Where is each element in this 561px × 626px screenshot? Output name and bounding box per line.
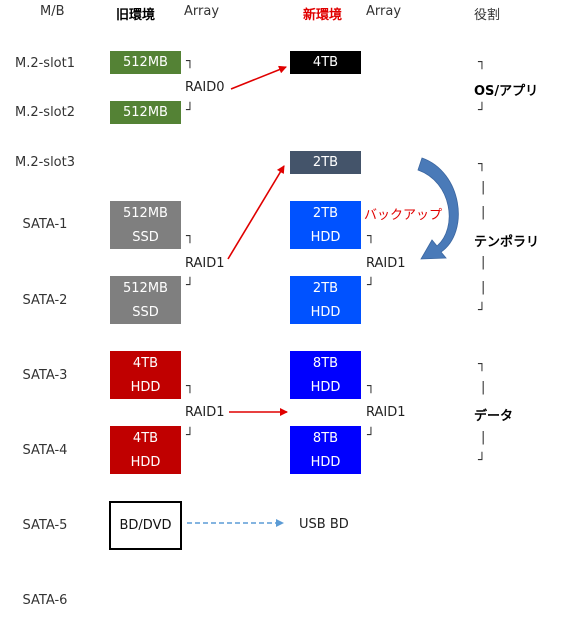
role-bracket-bottom: ┘: [478, 303, 486, 318]
bracket-bottom: ┘: [367, 278, 375, 293]
bracket-bottom: ┘: [186, 278, 194, 293]
slot-label: SATA-3: [22, 368, 68, 383]
slot-label: M.2-slot3: [14, 155, 76, 170]
role-data: データ: [474, 409, 514, 424]
slot-label: SATA-5: [22, 518, 68, 533]
drive-size: 4TB: [312, 55, 339, 70]
header-mb: M/B: [40, 4, 65, 19]
header-old-env: 旧環境: [116, 8, 156, 23]
drive-type: HDD: [130, 379, 161, 395]
drive-size: 8TB: [312, 430, 339, 446]
backup-curved-arrow: [417, 157, 459, 260]
slot-label: SATA-4: [22, 443, 68, 458]
old-drive-sata2: 512MB SSD: [110, 276, 181, 324]
old-drive-bd-dvd: BD/DVD: [109, 501, 182, 550]
header-new-array: Array: [366, 4, 402, 19]
role-os-apps: OS/アプリ: [474, 84, 539, 99]
role-bracket-bottom: ┘: [478, 453, 486, 468]
old-drive-sata1: 512MB SSD: [110, 201, 181, 249]
migration-arrow-raid0: [230, 65, 287, 90]
slot-label: M.2-slot1: [14, 56, 76, 71]
drive-size: 4TB: [132, 355, 159, 371]
drive-size: 512MB: [123, 55, 168, 70]
bracket-bottom: ┘: [367, 428, 375, 443]
drive-type: HDD: [310, 304, 341, 320]
role-bracket-bottom: ┘: [478, 103, 486, 118]
migration-arrow-ssd-raid1: [227, 165, 285, 260]
drive-size: 2TB: [312, 155, 339, 170]
drive-type: HDD: [130, 454, 161, 470]
drive-type: HDD: [310, 379, 341, 395]
role-bracket-mid: |: [481, 255, 486, 270]
drive-type: SSD: [132, 229, 159, 245]
drive-type: HDD: [310, 229, 341, 245]
slot-label: SATA-1: [22, 217, 68, 232]
bracket-bottom: ┘: [186, 428, 194, 443]
old-array-raid0-label: RAID0: [185, 80, 225, 95]
drive-size: 4TB: [132, 430, 159, 446]
drive-size: BD/DVD: [119, 518, 172, 533]
header-old-array: Array: [184, 4, 220, 19]
old-drive-sata4: 4TB HDD: [110, 426, 181, 474]
new-drive-sata3: 8TB HDD: [290, 351, 361, 399]
backup-note: バックアップ: [364, 208, 443, 223]
drive-size: 8TB: [312, 355, 339, 371]
drive-type: HDD: [310, 454, 341, 470]
drive-type: SSD: [132, 304, 159, 320]
drive-size: 2TB: [312, 205, 339, 221]
role-bracket-mid: |: [481, 380, 486, 395]
bracket-top: ┐: [367, 229, 375, 244]
bracket-top: ┐: [186, 54, 194, 69]
bracket-top: ┐: [186, 229, 194, 244]
drive-size: 2TB: [312, 280, 339, 296]
old-drive-sata3: 4TB HDD: [110, 351, 181, 399]
role-bracket-top: ┐: [478, 357, 486, 372]
slot-label: SATA-6: [22, 593, 68, 608]
role-bracket-mid: |: [481, 430, 486, 445]
new-array-raid1-label: RAID1: [366, 405, 406, 420]
new-drive-sata1: 2TB HDD: [290, 201, 361, 249]
role-bracket-top: ┐: [478, 55, 486, 70]
header-new-env: 新環境: [303, 8, 343, 23]
new-drive-m2-slot1: 4TB: [290, 51, 361, 74]
drive-size: 512MB: [123, 205, 168, 221]
slot-label: M.2-slot2: [14, 105, 76, 120]
drive-size: 512MB: [123, 105, 168, 120]
old-array-raid1-label: RAID1: [185, 405, 225, 420]
old-array-raid1-label: RAID1: [185, 256, 225, 271]
new-usb-bd-label: USB BD: [299, 517, 349, 532]
new-drive-sata2: 2TB HDD: [290, 276, 361, 324]
bracket-top: ┐: [367, 379, 375, 394]
bracket-bottom: ┘: [186, 103, 194, 118]
role-bracket-mid: |: [481, 180, 486, 195]
role-bracket-top: ┐: [478, 157, 486, 172]
new-array-raid1-label: RAID1: [366, 256, 406, 271]
role-bracket-mid: |: [481, 205, 486, 220]
drive-size: 512MB: [123, 280, 168, 296]
old-drive-m2-slot1: 512MB: [110, 51, 181, 74]
new-drive-m2-slot3: 2TB: [290, 151, 361, 174]
header-role: 役割: [474, 8, 501, 23]
slot-label: SATA-2: [22, 293, 68, 308]
bracket-top: ┐: [186, 379, 194, 394]
role-bracket-mid: |: [481, 280, 486, 295]
role-temporary: テンポラリ: [474, 235, 540, 250]
old-drive-m2-slot2: 512MB: [110, 101, 181, 124]
new-drive-sata4: 8TB HDD: [290, 426, 361, 474]
